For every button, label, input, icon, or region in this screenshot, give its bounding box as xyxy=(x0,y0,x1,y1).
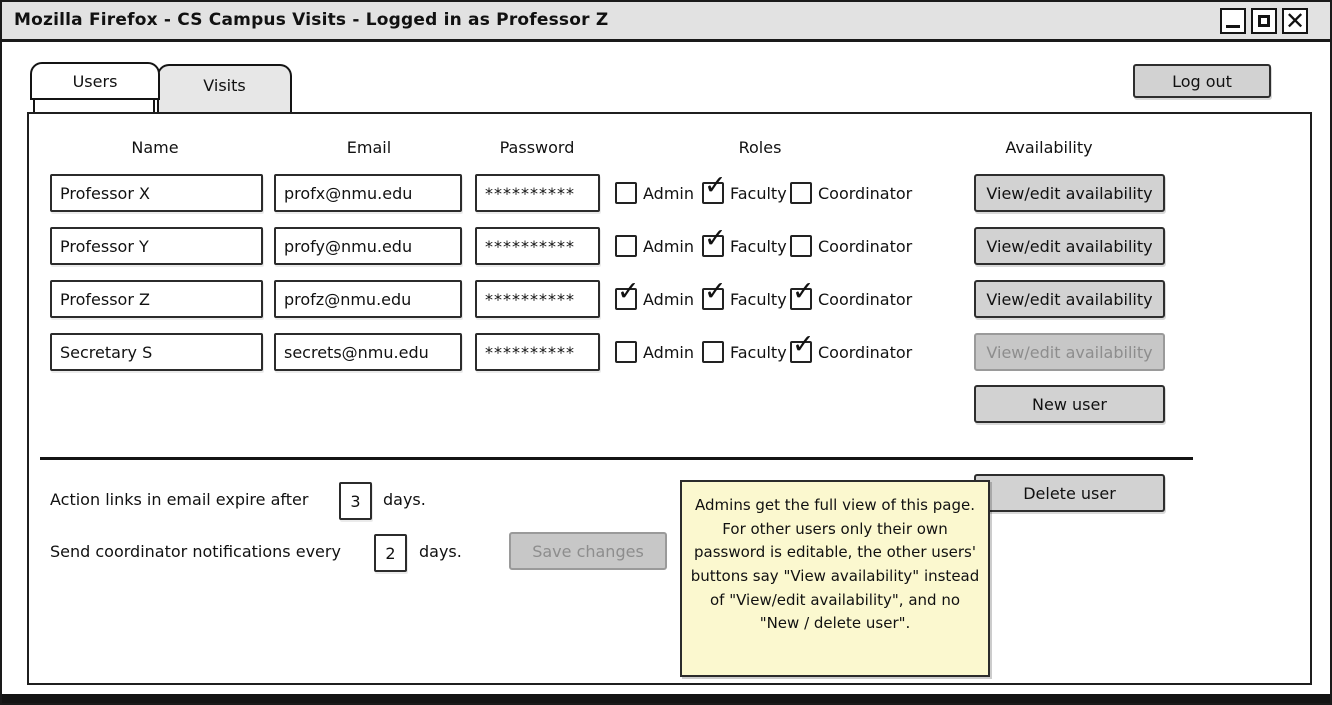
column-header-name: Name xyxy=(131,138,179,157)
checkmark-icon: ✓ xyxy=(704,170,727,201)
faculty-checkbox[interactable]: ✓ xyxy=(702,172,727,204)
expiry-days-input[interactable] xyxy=(339,482,372,520)
expiry-setting-label: Action links in email expire after xyxy=(50,490,309,509)
column-header-roles: Roles xyxy=(738,138,782,157)
name-input[interactable] xyxy=(50,174,263,212)
coordinator-checkbox-label: Coordinator xyxy=(818,237,913,256)
window-title: Mozilla Firefox - CS Campus Visits - Log… xyxy=(14,10,609,30)
save-changes-button[interactable]: Save changes xyxy=(509,532,667,570)
checkmark-icon: ✓ xyxy=(704,276,727,307)
email-input[interactable] xyxy=(274,280,462,318)
faculty-checkbox-label: Faculty xyxy=(730,184,787,203)
table-row: ✓ Admin ✓ Faculty ✓ Coordinator View/edi… xyxy=(2,225,1330,265)
email-input[interactable] xyxy=(274,227,462,265)
table-row: ✓ Admin ✓ Faculty ✓ Coordinator View/edi… xyxy=(2,278,1330,318)
name-input[interactable] xyxy=(50,280,263,318)
column-header-password: Password xyxy=(499,138,575,157)
coordinator-checkbox[interactable]: ✓ xyxy=(790,331,815,363)
checkmark-icon: ✓ xyxy=(704,223,727,254)
sticky-note: Admins get the full view of this page. F… xyxy=(680,480,990,677)
window-bottom-edge xyxy=(2,694,1330,703)
checkmark-icon: ✓ xyxy=(792,329,815,360)
maximize-icon xyxy=(1258,15,1270,27)
password-input[interactable] xyxy=(475,280,600,318)
admin-checkbox-label: Admin xyxy=(643,184,694,203)
notification-setting-suffix: days. xyxy=(419,542,462,561)
title-bar: Mozilla Firefox - CS Campus Visits - Log… xyxy=(2,2,1330,42)
admin-checkbox-label: Admin xyxy=(643,290,694,309)
notification-days-input[interactable] xyxy=(374,534,407,572)
admin-checkbox[interactable]: ✓ xyxy=(615,235,637,257)
coordinator-checkbox[interactable]: ✓ xyxy=(790,235,812,257)
password-input[interactable] xyxy=(475,333,600,371)
table-row: ✓ Admin ✓ Faculty ✓ Coordinator View/edi… xyxy=(2,331,1330,371)
section-divider xyxy=(40,457,1193,460)
tab-visits[interactable]: Visits xyxy=(157,64,292,112)
delete-user-button[interactable]: Delete user xyxy=(974,474,1165,512)
checkmark-icon: ✓ xyxy=(617,276,640,307)
coordinator-checkbox-label: Coordinator xyxy=(818,343,913,362)
logout-button[interactable]: Log out xyxy=(1133,64,1271,98)
coordinator-checkbox[interactable]: ✓ xyxy=(790,278,815,310)
email-input[interactable] xyxy=(274,174,462,212)
tab-users[interactable]: Users xyxy=(30,62,160,100)
maximize-button[interactable] xyxy=(1251,8,1277,34)
column-header-email: Email xyxy=(346,138,392,157)
view-edit-availability-button[interactable]: View/edit availability xyxy=(974,174,1165,212)
notification-setting-label: Send coordinator notifications every xyxy=(50,542,341,561)
faculty-checkbox-label: Faculty xyxy=(730,290,787,309)
column-header-availability: Availability xyxy=(1005,138,1093,157)
faculty-checkbox[interactable]: ✓ xyxy=(702,341,724,363)
view-edit-availability-button[interactable]: View/edit availability xyxy=(974,333,1165,371)
email-input[interactable] xyxy=(274,333,462,371)
name-input[interactable] xyxy=(50,333,263,371)
faculty-checkbox-label: Faculty xyxy=(730,237,787,256)
minimize-icon xyxy=(1226,25,1240,28)
faculty-checkbox[interactable]: ✓ xyxy=(702,225,727,257)
coordinator-checkbox[interactable]: ✓ xyxy=(790,182,812,204)
faculty-checkbox-label: Faculty xyxy=(730,343,787,362)
admin-checkbox[interactable]: ✓ xyxy=(615,182,637,204)
expiry-setting-suffix: days. xyxy=(383,490,426,509)
admin-checkbox[interactable]: ✓ xyxy=(615,341,637,363)
coordinator-checkbox-label: Coordinator xyxy=(818,290,913,309)
coordinator-checkbox-label: Coordinator xyxy=(818,184,913,203)
admin-checkbox-label: Admin xyxy=(643,237,694,256)
close-icon: ✕ xyxy=(1284,7,1306,35)
close-button[interactable]: ✕ xyxy=(1282,8,1308,34)
view-edit-availability-button[interactable]: View/edit availability xyxy=(974,227,1165,265)
name-input[interactable] xyxy=(50,227,263,265)
password-input[interactable] xyxy=(475,174,600,212)
admin-checkbox[interactable]: ✓ xyxy=(615,278,640,310)
checkmark-icon: ✓ xyxy=(792,276,815,307)
minimize-button[interactable] xyxy=(1220,8,1246,34)
new-user-button[interactable]: New user xyxy=(974,385,1165,423)
view-edit-availability-button[interactable]: View/edit availability xyxy=(974,280,1165,318)
table-row: ✓ Admin ✓ Faculty ✓ Coordinator View/edi… xyxy=(2,172,1330,212)
tab-users-connector xyxy=(33,100,155,112)
admin-checkbox-label: Admin xyxy=(643,343,694,362)
faculty-checkbox[interactable]: ✓ xyxy=(702,278,727,310)
password-input[interactable] xyxy=(475,227,600,265)
